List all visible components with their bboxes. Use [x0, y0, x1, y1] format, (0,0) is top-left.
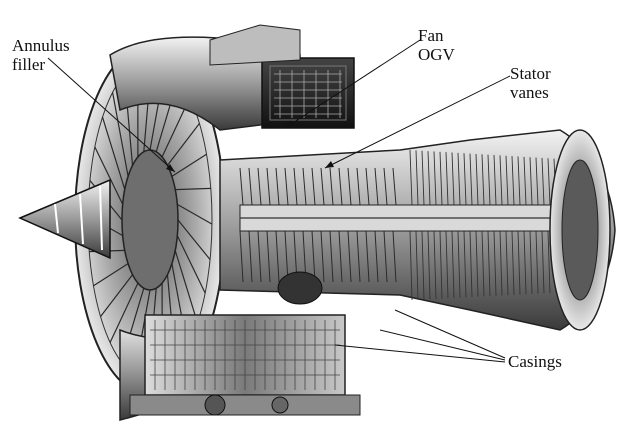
stator-vanes-label: Stator vanes	[510, 64, 551, 102]
fan-ogv-label-line-1: Fan	[418, 26, 455, 45]
stator-vanes-label-line-2: vanes	[510, 83, 551, 102]
annulus-filler-label: Annulus filler	[12, 36, 70, 74]
casings-leader-1	[395, 310, 505, 358]
fan-ogv-label: Fan OGV	[418, 26, 455, 64]
stator-vanes-label-line-1: Stator	[510, 64, 551, 83]
exhaust-nozzle	[550, 130, 610, 330]
nose-cone	[20, 180, 110, 258]
annulus-filler-label-line-2: filler	[12, 55, 70, 74]
annulus-filler-label-line-1: Annulus	[12, 36, 70, 55]
bottom-accessories	[130, 315, 360, 415]
casings-label: Casings	[508, 352, 562, 371]
fan-ogv-label-line-2: OGV	[418, 45, 455, 64]
